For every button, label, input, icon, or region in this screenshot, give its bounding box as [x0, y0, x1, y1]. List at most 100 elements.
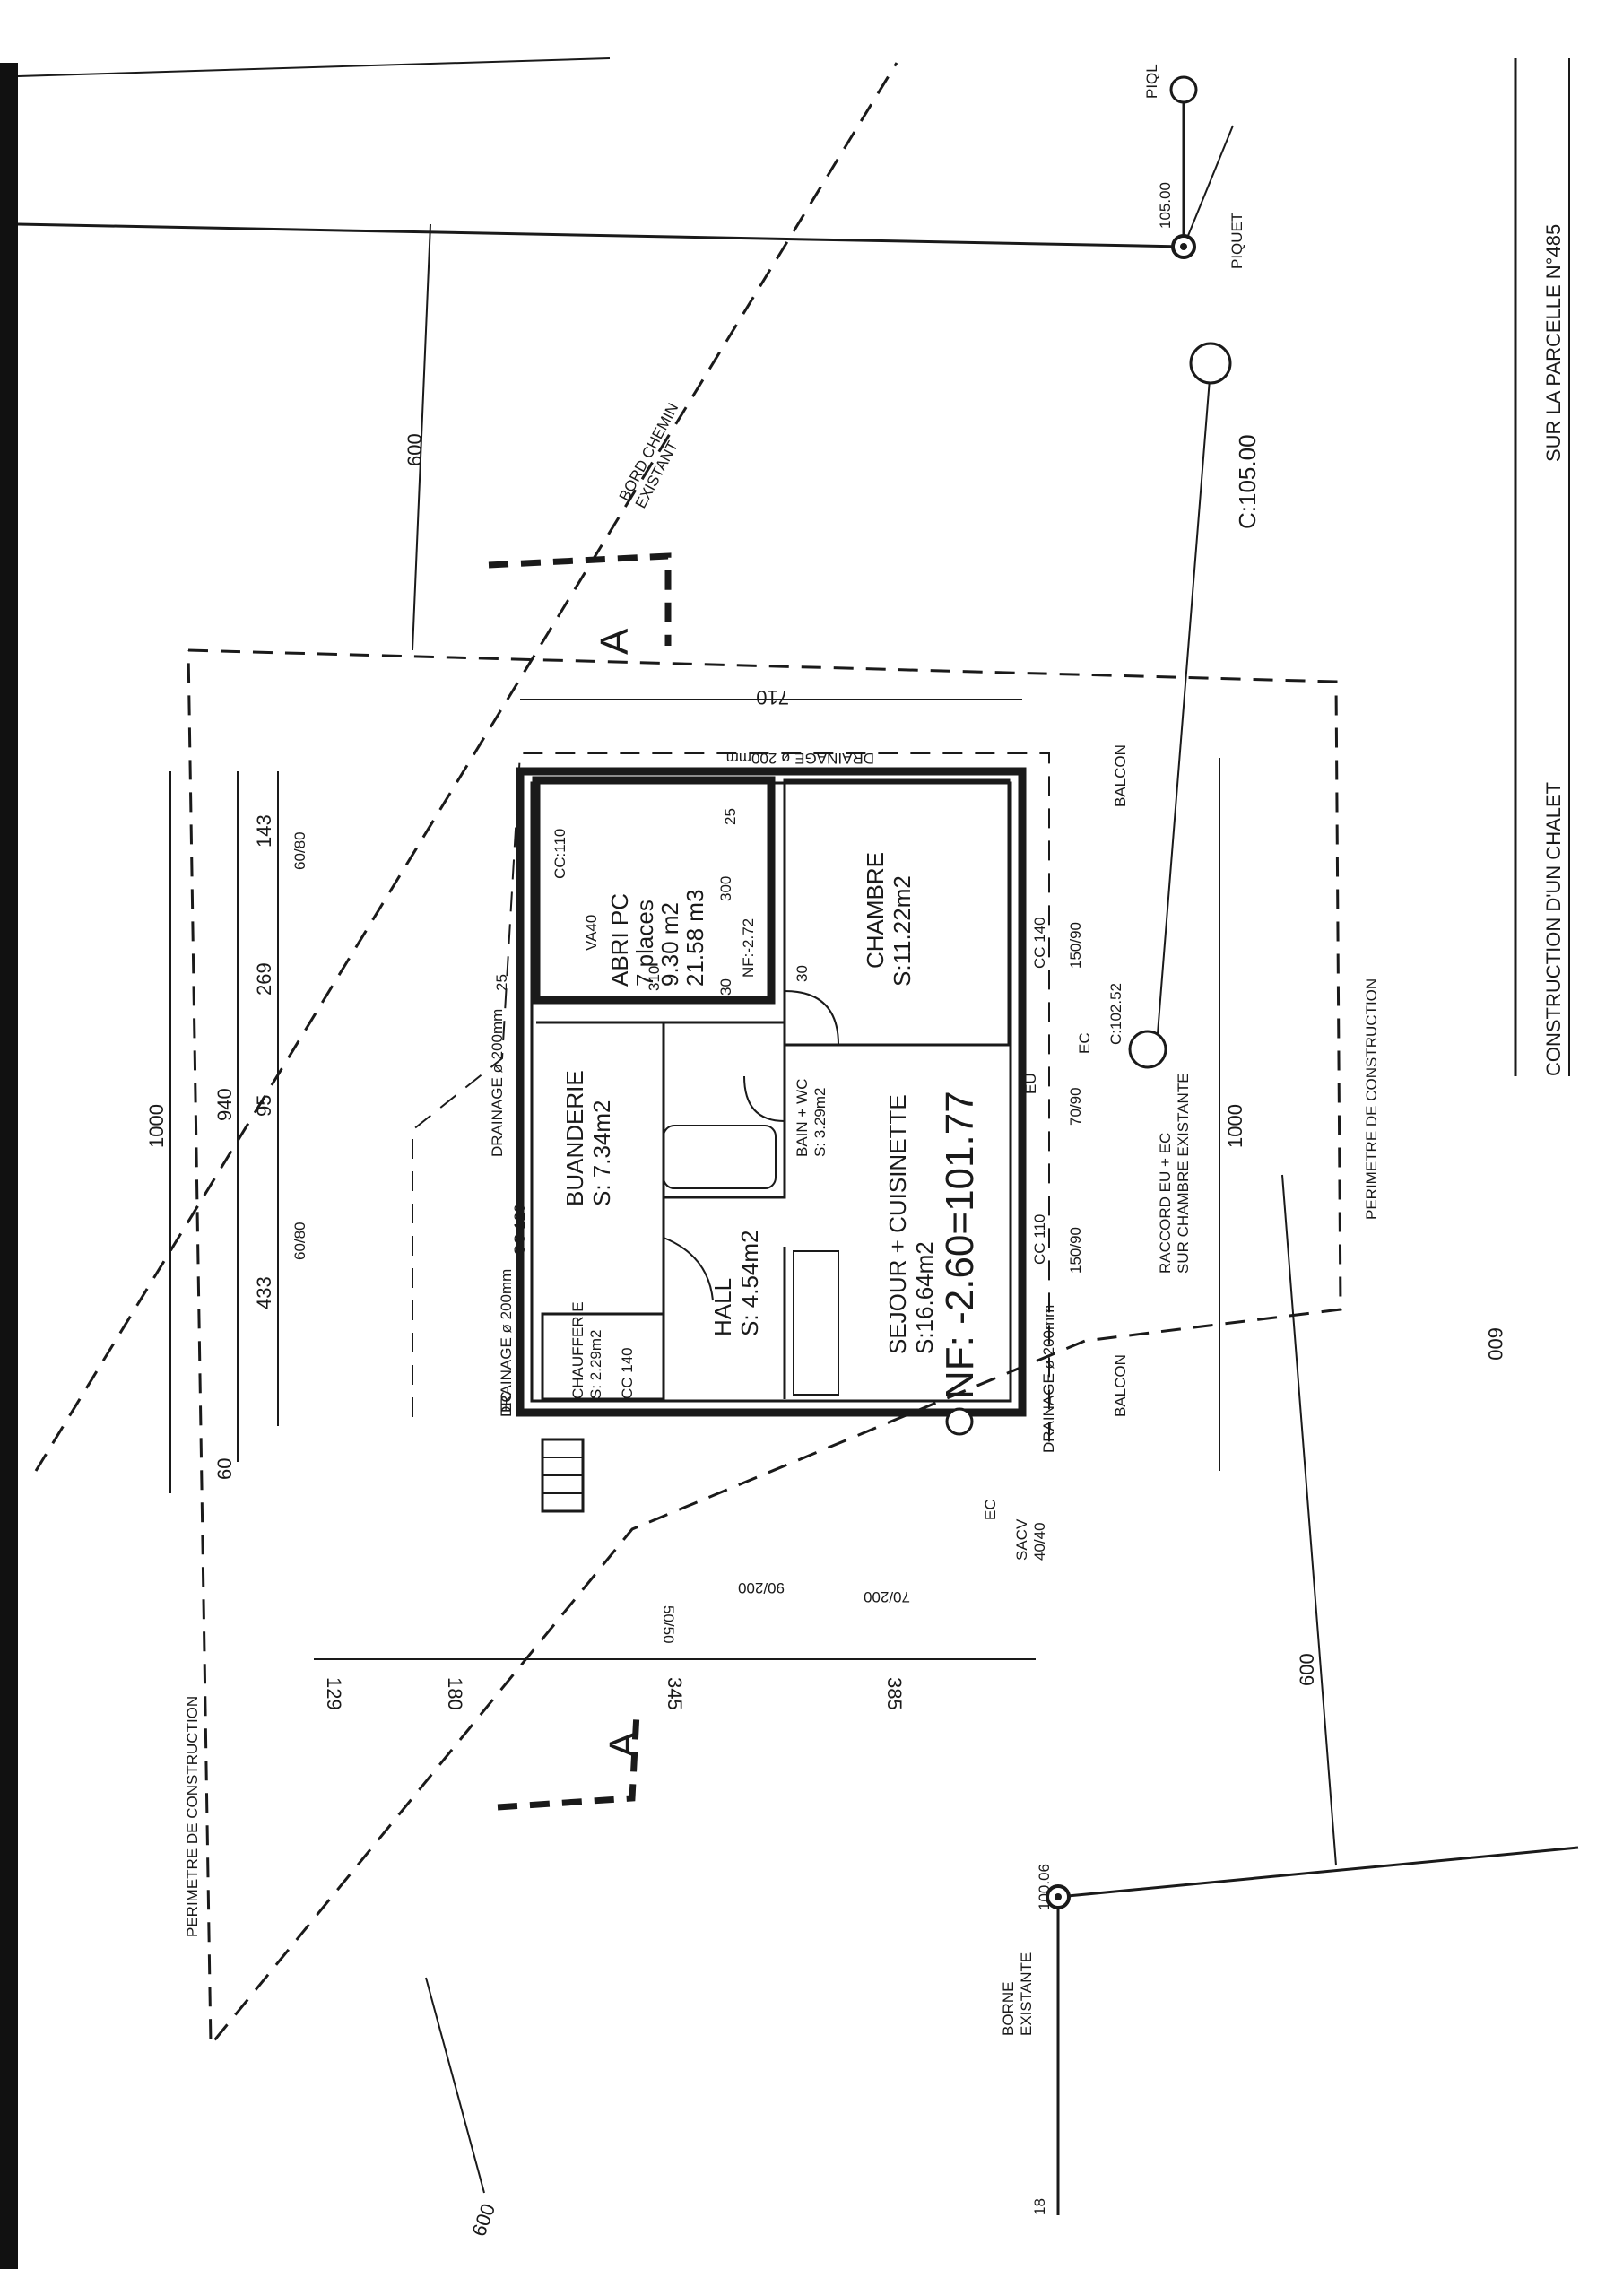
c10252-label: C:102.52 — [1107, 983, 1124, 1045]
chaufferie-label-1: CHAUFFERIE — [569, 1301, 586, 1399]
chambre-label-2: S:11.22m2 — [889, 875, 916, 987]
bain-label-1: BAIN + WC — [794, 1079, 811, 1157]
parcel-boundaries — [17, 85, 1579, 2215]
dim-310: 310 — [646, 966, 663, 991]
va40-label: VA40 — [583, 915, 600, 951]
window-7090: 70/90 — [1067, 1087, 1084, 1126]
abri-label-3: 9.30 m2 — [656, 902, 683, 987]
title-block-2: SUR LA PARCELLE N°485 — [1542, 224, 1565, 462]
abri-pc-walls — [532, 776, 776, 1004]
borne-label-2: EXISTANTE — [1018, 1952, 1035, 2036]
dim-129: 129 — [323, 1677, 345, 1710]
c105-label: C:105.00 — [1234, 434, 1261, 529]
drainage-label-mid: DRAINAGE ø 200mm — [489, 1009, 506, 1157]
c105-marker — [1189, 342, 1232, 385]
abri-label-1: ABRI PC — [606, 893, 633, 987]
cc140b-label: CC 140 — [619, 1347, 636, 1399]
chaufferie-walls — [541, 1312, 665, 1401]
balcon-label-bottom: BALCON — [1112, 1354, 1129, 1417]
abri-nf-label: NF:-2.72 — [740, 918, 757, 978]
nf-main-label: NF: -2.60=101.77 — [938, 1091, 982, 1399]
cc110-right-label: CC 110 — [1031, 1214, 1048, 1265]
cc120-label: CC 120 — [511, 1204, 528, 1256]
window-15090-a: 150/90 — [1067, 922, 1084, 969]
dim-433: 433 — [253, 1276, 275, 1309]
dim-710: 710 — [756, 686, 789, 709]
hall-label-1: HALL — [709, 1278, 736, 1336]
dim-600-top: 600 — [404, 433, 426, 466]
dim-345: 345 — [664, 1677, 686, 1710]
borne-alt-label: 100.06 — [1036, 1864, 1053, 1910]
buanderie-label-1: BUANDERIE — [561, 1070, 588, 1206]
window-15090-b: 150/90 — [1067, 1227, 1084, 1274]
drainage-label-left: DRAINAGE ø 200mm — [498, 1269, 515, 1417]
sheet-left-edge — [0, 57, 611, 2269]
dim-60: 60 — [213, 1458, 236, 1480]
piql-label: PIQL — [1143, 64, 1160, 99]
ec-label-bottom: EC — [982, 1499, 999, 1520]
building — [516, 767, 1027, 1513]
dim-18: 18 — [1031, 2198, 1048, 2215]
dim-600-right: 600 — [1484, 1327, 1506, 1361]
dimension-lines — [169, 223, 1220, 1660]
title-block: CONSTRUCTION D'UN CHALET — [1542, 782, 1565, 1076]
dim-300: 300 — [717, 876, 734, 901]
ec-label-left: EC — [498, 1391, 515, 1413]
bain-label-2: S: 3.29m2 — [812, 1088, 829, 1158]
buanderie-label-2: S: 7.34m2 — [588, 1100, 615, 1206]
cc140-label: CC 140 — [1031, 917, 1048, 969]
window-6080-a: 60/80 — [291, 831, 308, 870]
survey-points — [1046, 75, 1232, 1909]
window-5050: 50/50 — [660, 1605, 677, 1644]
piquet-marker-dot — [1180, 243, 1187, 250]
dim-940: 940 — [213, 1088, 236, 1121]
title-line2: SUR LA PARCELLE N°485 — [1542, 224, 1565, 462]
dim-269: 269 — [253, 962, 275, 996]
sacv-label-1: SACV — [1013, 1518, 1030, 1561]
construction-perimeter — [187, 648, 1342, 2049]
section-a-top: A — [593, 628, 637, 655]
eu-label: EU — [1022, 1073, 1039, 1094]
ec-label-right: EC — [1076, 1032, 1093, 1054]
sejour-label-1: SEJOUR + CUISINETTE — [884, 1094, 911, 1354]
dim-30b: 30 — [717, 978, 734, 996]
level-marker-icon — [945, 1407, 974, 1436]
borne-marker-dot — [1055, 1893, 1062, 1900]
dim-385: 385 — [883, 1677, 906, 1710]
dim-30a: 30 — [794, 965, 811, 982]
sacv-label-2: 40/40 — [1031, 1522, 1048, 1561]
hall-label-2: S: 4.54m2 — [736, 1230, 763, 1336]
piql-marker — [1169, 75, 1198, 104]
abri-label-2: 7 places — [631, 900, 658, 987]
cc110-label: CC:110 — [551, 829, 568, 879]
piquet-label: PIQUET — [1228, 213, 1245, 269]
sejour-label-2: S:16.64m2 — [911, 1241, 938, 1354]
window-70200: 70/200 — [864, 1588, 910, 1605]
piquet-alt-label: 105.00 — [1157, 182, 1174, 229]
section-a-bottom: A — [602, 1731, 646, 1758]
c10252-marker — [1128, 1030, 1167, 1069]
dim-1000-left: 1000 — [145, 1104, 168, 1148]
outer-walls — [516, 767, 1027, 1417]
dim-25b: 25 — [493, 974, 510, 991]
dim-600-bottom: 600 — [467, 2201, 499, 2239]
bord-chemin-line — [34, 62, 898, 1472]
window-90200: 90/200 — [738, 1579, 785, 1596]
dim-25a: 25 — [722, 808, 739, 825]
drainage-label-top: DRAINAGE ø 200mm — [726, 750, 874, 767]
dim-95: 95 — [253, 1095, 275, 1117]
title-line1: CONSTRUCTION D'UN CHALET — [1542, 782, 1565, 1076]
chambre-label-1: CHAMBRE — [862, 852, 889, 969]
abri-label-4: 21.58 m3 — [681, 890, 708, 987]
dim-1000-right: 1000 — [1224, 1104, 1246, 1148]
section-a-markers — [488, 552, 672, 1811]
balcon-label-top: BALCON — [1112, 744, 1129, 807]
bain-walls — [662, 1021, 786, 1199]
perimetre-label-right: PERIMETRE DE CONSTRUCTION — [1363, 978, 1380, 1220]
borne-label-1: BORNE — [1000, 1982, 1017, 2036]
raccord-label-2: SUR CHAMBRE EXISTANTE — [1175, 1073, 1192, 1274]
window-6080-b: 60/80 — [291, 1222, 308, 1260]
bathtub — [663, 1125, 777, 1189]
drainage-lines — [412, 752, 1050, 1453]
